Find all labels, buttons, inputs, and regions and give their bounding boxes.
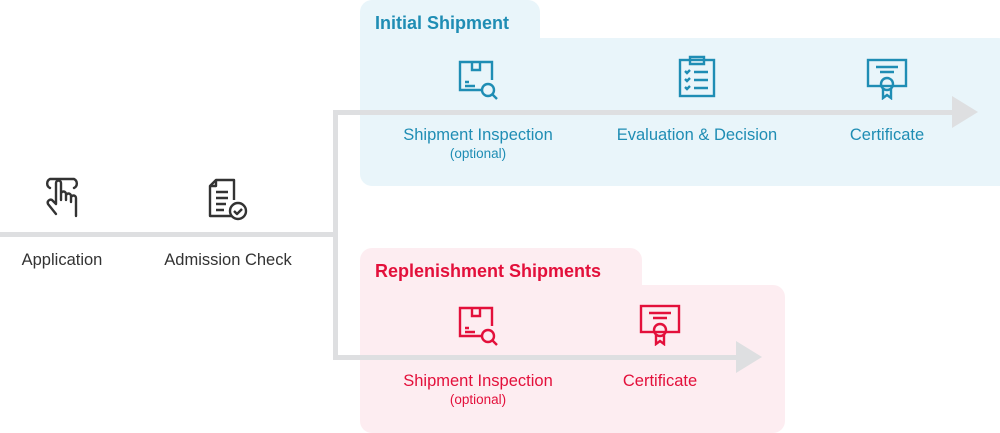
initial-step-certificate: Certificate: [849, 126, 925, 144]
clipboard-checklist-icon: [678, 55, 716, 98]
initial-shipment-title: Initial Shipment: [375, 13, 510, 33]
step-note: (optional): [449, 146, 507, 161]
step-note: (optional): [449, 392, 507, 407]
replenishment-step-shipment-inspection: Shipment Inspection (optional): [368, 372, 588, 407]
step-application: Application: [21, 251, 103, 269]
flow-line-vertical: [333, 110, 338, 360]
initial-step-evaluation: Evaluation & Decision: [616, 126, 778, 144]
step-label: Shipment Inspection: [403, 126, 553, 144]
certificate-icon: [866, 58, 908, 100]
package-search-icon: [458, 60, 498, 100]
replenishment-title: Replenishment Shipments: [375, 261, 602, 281]
step-admission-check: Admission Check: [164, 251, 292, 269]
certificate-icon: [639, 304, 681, 346]
initial-step-shipment-inspection: Shipment Inspection (optional): [368, 126, 588, 161]
document-check-icon: [208, 178, 248, 221]
replenishment-step-certificate: Certificate: [622, 372, 698, 390]
hand-pointer-icon: [46, 177, 78, 218]
arrowhead-initial-icon: [952, 96, 978, 128]
step-label: Shipment Inspection: [403, 372, 553, 390]
flow-line-start: [0, 232, 338, 237]
flow-line-initial: [333, 110, 955, 115]
package-search-icon: [458, 306, 498, 346]
flow-line-replenishment: [333, 355, 739, 360]
arrowhead-replenishment-icon: [736, 341, 762, 373]
